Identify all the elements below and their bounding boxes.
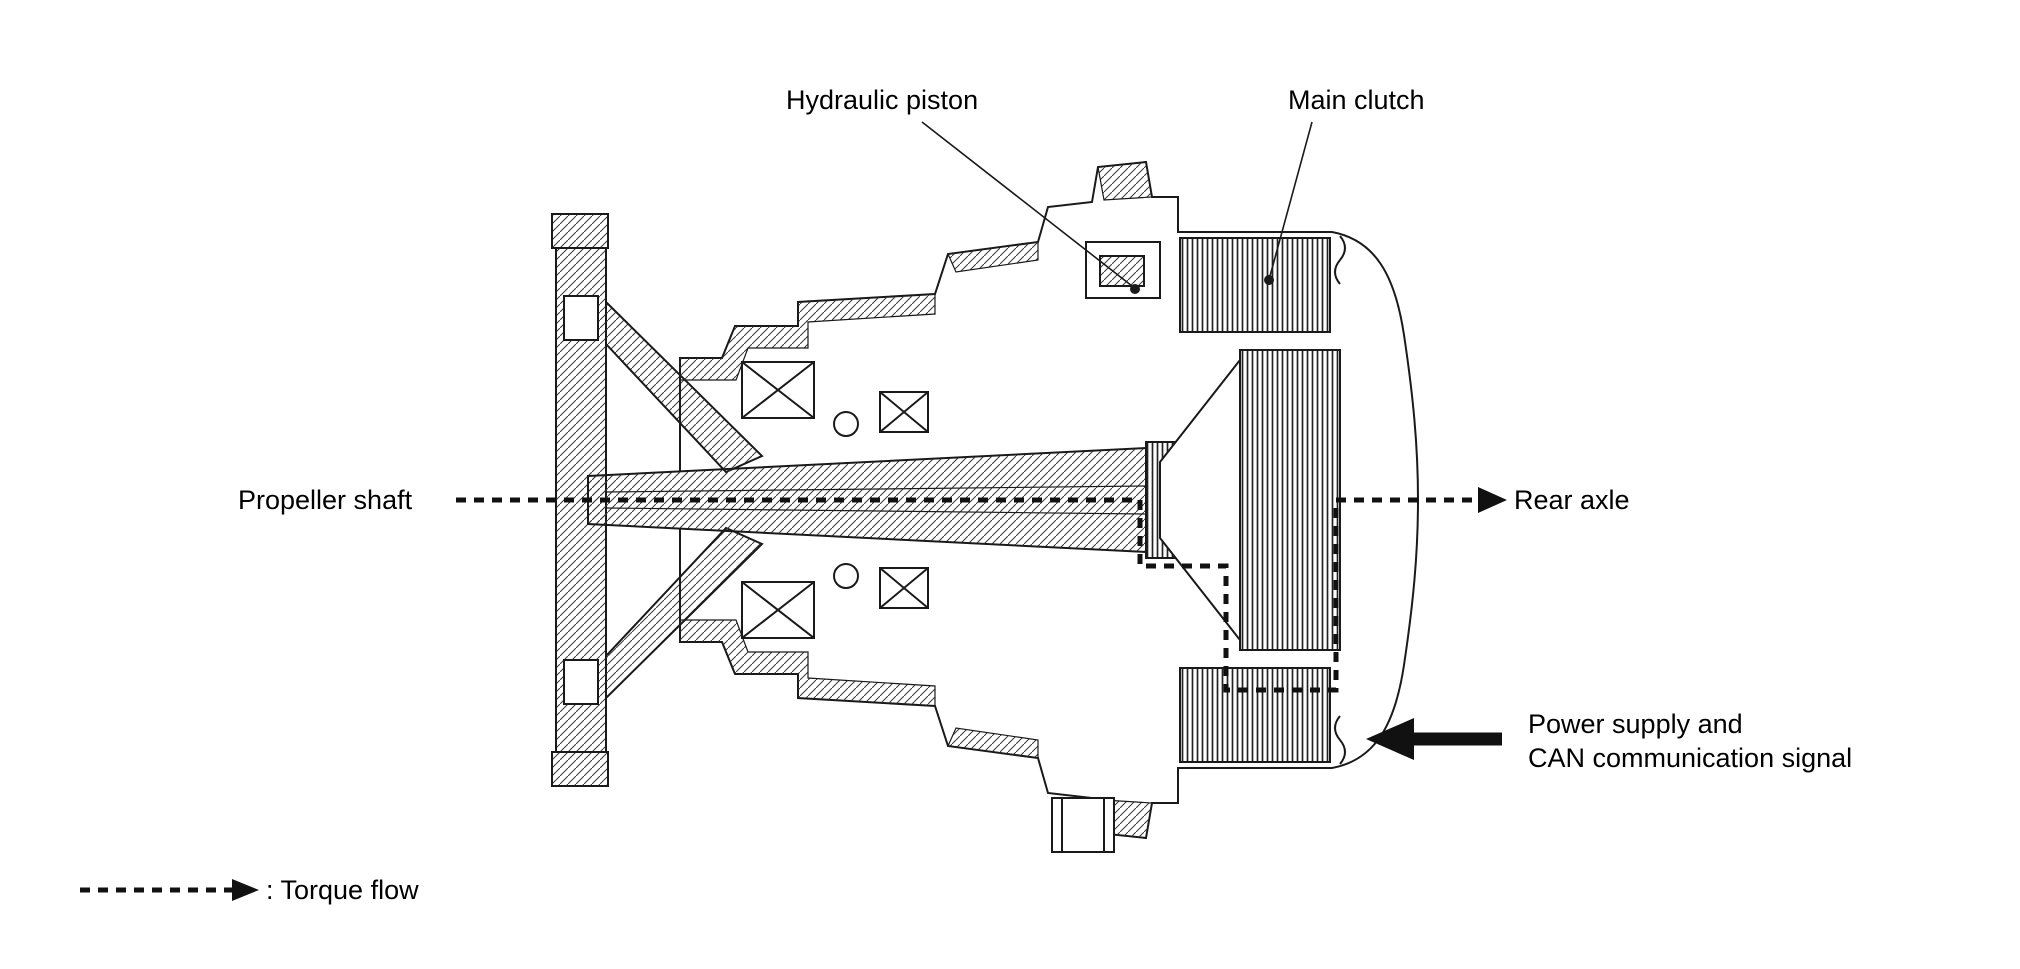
torque-flow-arrow [456,497,1478,693]
rear-axle-label: Rear axle [1514,485,1630,515]
propeller-shaft-label: Propeller shaft [238,485,413,515]
main-clutch-assembly [1159,237,1341,763]
power-supply-label-line1: Power supply and [1528,709,1743,739]
leader-lines [921,121,1313,294]
legend-dashed-arrow [80,879,259,901]
housing [679,160,1420,853]
bearings [741,361,929,639]
power-supply-label-line2: CAN communication signal [1528,742,1853,773]
power-supply-label: Power supply and CAN communication signa… [1528,708,1852,776]
hydraulic-piston-label: Hydraulic piston [786,85,979,115]
rear-axle-arrowhead [1478,487,1507,513]
main-clutch-label: Main clutch [1288,85,1425,115]
power-supply-arrow [1366,718,1502,760]
legend-torque-flow-label: : Torque flow [266,875,419,905]
